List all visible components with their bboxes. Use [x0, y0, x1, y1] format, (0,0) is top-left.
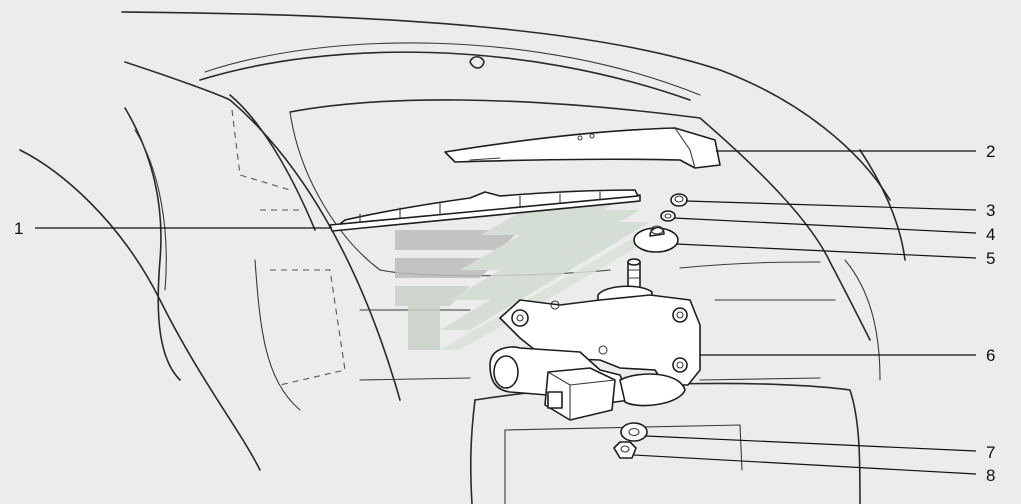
callout-3: 3 [986, 201, 996, 220]
callout-7: 7 [986, 443, 996, 462]
callout-2: 2 [986, 142, 996, 161]
leader-line-5 [675, 243, 977, 259]
callout-1: 1 [14, 219, 24, 238]
leader-line-8 [633, 454, 977, 475]
washer-upper [660, 210, 676, 222]
wiper-blade [329, 189, 641, 232]
callout-6: 6 [986, 346, 996, 365]
seal-cap [633, 225, 679, 253]
washer-lower [620, 422, 648, 442]
wiper-motor-with-bracket [489, 258, 701, 421]
callout-5: 5 [986, 249, 996, 268]
wiper-arm [444, 127, 721, 169]
leader-line-4 [673, 217, 977, 234]
leader-lines [35, 150, 977, 475]
leader-line-7 [645, 435, 977, 452]
nut-lower [613, 441, 637, 459]
leader-line-3 [685, 200, 977, 211]
callout-8: 8 [986, 466, 996, 485]
nut-upper [670, 193, 688, 207]
callout-4: 4 [986, 225, 996, 244]
watermark-logo [395, 190, 650, 350]
